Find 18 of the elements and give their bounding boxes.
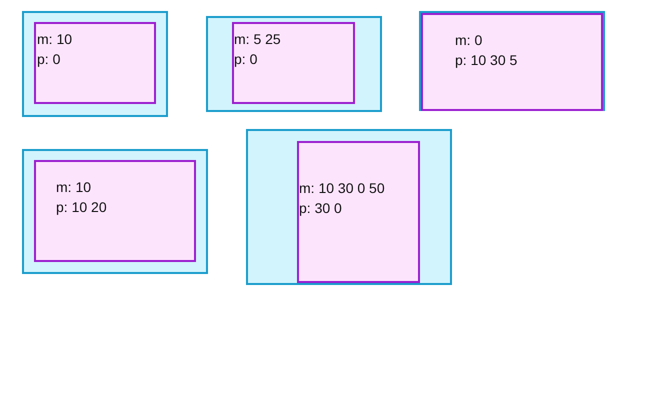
box-label: p: 0: [234, 50, 258, 69]
inner-box: [34, 22, 156, 104]
inner-box: [297, 141, 420, 283]
box-label: m: 10 30 0 50: [299, 179, 385, 198]
outer-box: [246, 129, 452, 285]
box-label: m: 10: [37, 30, 72, 49]
inner-box: [232, 22, 355, 104]
outer-box: [22, 149, 208, 274]
box-label: p: 10 20: [56, 198, 107, 217]
outer-box: [206, 16, 382, 112]
box-label: p: 0: [37, 50, 60, 69]
box-label: m: 5 25: [234, 30, 281, 49]
box-label: m: 0: [455, 31, 482, 50]
box-label: p: 10 30 5: [455, 51, 518, 70]
inner-box: [34, 160, 196, 262]
box-label: p: 30 0: [299, 199, 342, 218]
box-label: m: 10: [56, 178, 92, 197]
outer-box: [22, 11, 168, 117]
